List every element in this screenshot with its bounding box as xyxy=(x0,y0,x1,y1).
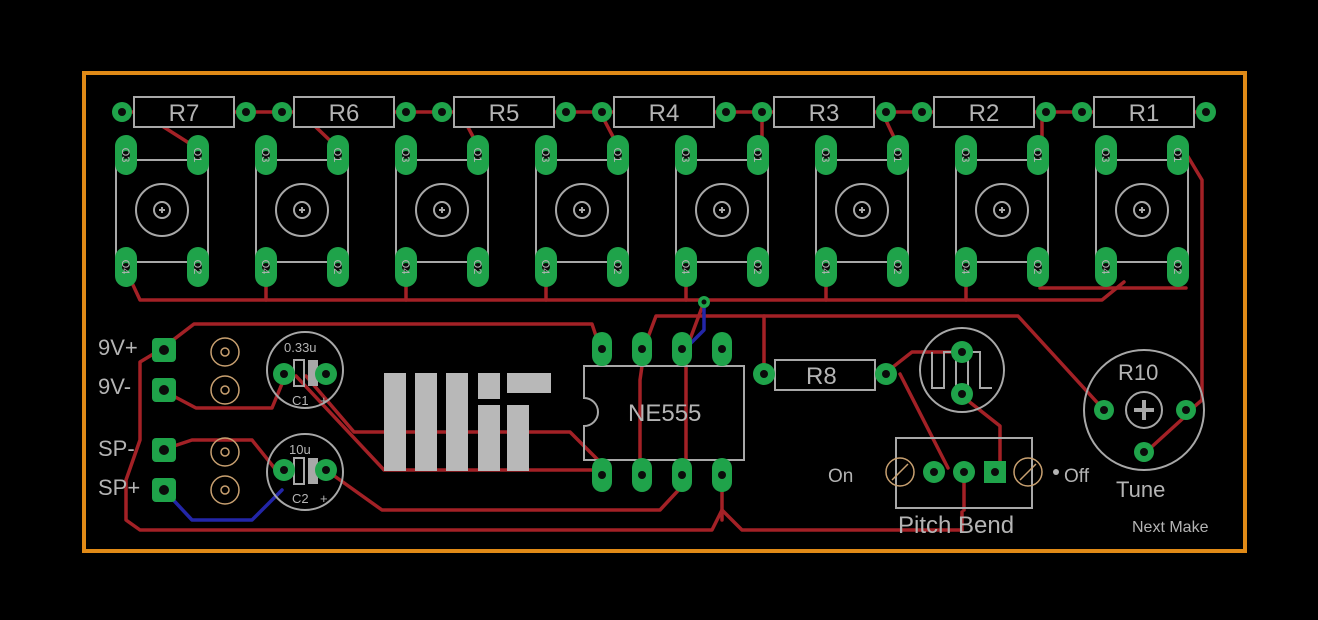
c2-value: 10u xyxy=(289,442,311,457)
capacitor-c2 xyxy=(266,433,344,511)
c1-name: C1 xyxy=(292,393,309,408)
resistor-r1: R1 xyxy=(1072,96,1216,128)
button-pin-label: O4 xyxy=(1099,260,1111,275)
ic-ne555 xyxy=(583,332,745,492)
button-pin-label: O1 xyxy=(611,148,623,163)
connector-sp-minus: SP- xyxy=(98,436,135,461)
button-pin-label: O4 xyxy=(679,260,691,275)
c1-value: 0.33u xyxy=(284,340,317,355)
button-pin-label: O3 xyxy=(399,148,411,163)
resistor-r5: R5 xyxy=(432,96,576,128)
potentiometer-r10 xyxy=(1083,349,1205,471)
button-pin-label: O3 xyxy=(819,148,831,163)
resistor-label: R1 xyxy=(1129,100,1160,127)
resistor-r8 xyxy=(753,359,897,391)
button-pin-label: O3 xyxy=(259,148,271,163)
tune-label: Tune xyxy=(1116,477,1165,502)
connector-sp-plus: SP+ xyxy=(98,475,140,500)
button-pin-label: O1 xyxy=(751,148,763,163)
button-pin-label: O1 xyxy=(1031,148,1043,163)
button-pin-label: O1 xyxy=(471,148,483,163)
button-pin-label: O2 xyxy=(611,260,623,275)
resistor-r7: R7 xyxy=(112,96,256,128)
resistor-label: R4 xyxy=(649,100,680,127)
button-pin-label: O3 xyxy=(539,148,551,163)
resistor-label: R5 xyxy=(489,100,520,127)
resistor-r4: R4 xyxy=(592,96,736,128)
ic-label: NE555 xyxy=(628,400,701,427)
button-pin-label: O3 xyxy=(959,148,971,163)
button-pin-label: O2 xyxy=(1171,260,1183,275)
pitch-bend-switch xyxy=(885,437,1059,509)
connector-9v-plus: 9V+ xyxy=(98,335,138,360)
button-pin-label: O2 xyxy=(891,260,903,275)
button-pin-label: O1 xyxy=(891,148,903,163)
photoresistor xyxy=(919,327,1005,413)
c1-polarity: + xyxy=(320,393,328,408)
resistor-label: R7 xyxy=(169,100,200,127)
resistor-r2: R2 xyxy=(912,96,1056,128)
c2-polarity: + xyxy=(320,491,328,506)
button-pin-label: O2 xyxy=(751,260,763,275)
c2-name: C2 xyxy=(292,491,309,506)
switch-off-label: Off xyxy=(1064,466,1090,487)
capacitor-c1 xyxy=(266,331,344,409)
r10-label: R10 xyxy=(1118,360,1158,385)
button-pin-label: O1 xyxy=(331,148,343,163)
button-pin-label: O1 xyxy=(1171,148,1183,163)
pitch-bend-label: Pitch Bend xyxy=(898,512,1014,539)
power-connectors xyxy=(152,337,240,505)
button-pin-label: O3 xyxy=(1099,148,1111,163)
connector-9v-minus: 9V- xyxy=(98,374,131,399)
resistor-r3: R3 xyxy=(752,96,896,128)
mit-logo xyxy=(384,373,551,471)
board-outline xyxy=(82,71,1247,553)
resistor-row: R7 R6 R5 R4 R3 R2 R1 xyxy=(112,96,1216,128)
resistor-label: R2 xyxy=(969,100,1000,127)
resistor-label: R3 xyxy=(809,100,840,127)
button-pin-label: O2 xyxy=(191,260,203,275)
resistor-label: R6 xyxy=(329,100,360,127)
button-pin-label: O4 xyxy=(399,260,411,275)
button-pin-label: O4 xyxy=(819,260,831,275)
button-pin-label: O2 xyxy=(331,260,343,275)
footer-label: Next Make xyxy=(1132,519,1209,536)
button-pin-label: O3 xyxy=(679,148,691,163)
switch-on-label: On xyxy=(828,466,853,487)
button-pin-label: O4 xyxy=(259,260,271,275)
button-pin-label: O3 xyxy=(119,148,131,163)
button-pin-label: O4 xyxy=(959,260,971,275)
button-pin-label: O4 xyxy=(119,260,131,275)
resistor-r6: R6 xyxy=(272,96,416,128)
button-pin-label: O4 xyxy=(539,260,551,275)
button-pin-label: O2 xyxy=(1031,260,1043,275)
r8-label: R8 xyxy=(806,363,837,390)
button-pin-label: O2 xyxy=(471,260,483,275)
button-pin-label: O1 xyxy=(191,148,203,163)
